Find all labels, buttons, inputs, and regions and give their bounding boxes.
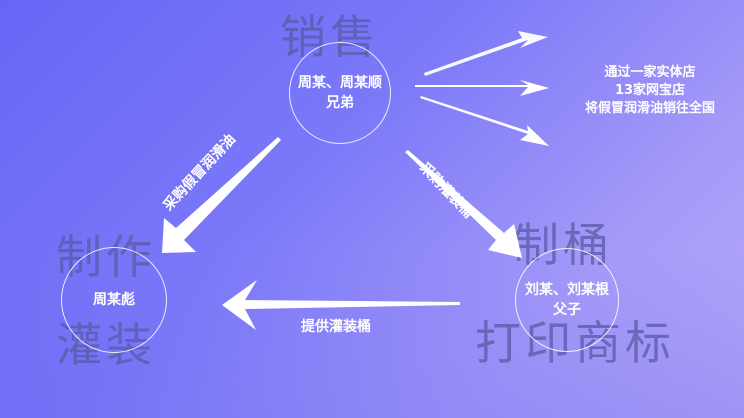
- arrow-icon: [420, 96, 549, 146]
- distribution-line2: 13家网宝店: [614, 83, 686, 98]
- node-sales-line1: 周某、周某顺: [298, 75, 382, 91]
- arrow-icon: [415, 80, 549, 96]
- node-filling-line1: 周某彪: [93, 292, 135, 308]
- node-barrels: 刘某、刘某根 父子: [515, 248, 619, 352]
- distribution-line3: 将假冒润滑油销往全国: [584, 101, 715, 116]
- arrow-icon: [405, 150, 522, 258]
- distribution-line1: 通过一家实体店: [604, 65, 696, 80]
- node-barrels-line2: 父子: [553, 302, 581, 318]
- node-sales-line2: 兄弟: [326, 95, 354, 111]
- arrow-icon: [162, 137, 281, 253]
- edge-label-barrels-to-filling: 提供灌装桶: [301, 319, 371, 335]
- distribution-info: 通过一家实体店 13家网宝店 将假冒润滑油销往全国: [560, 64, 740, 118]
- arrow-icon: [222, 280, 460, 330]
- arrow-icon: [424, 31, 548, 76]
- node-filling: 周某彪: [61, 247, 167, 353]
- node-sales: 周某、周某顺 兄弟: [289, 42, 391, 144]
- node-barrels-line1: 刘某、刘某根: [525, 282, 609, 298]
